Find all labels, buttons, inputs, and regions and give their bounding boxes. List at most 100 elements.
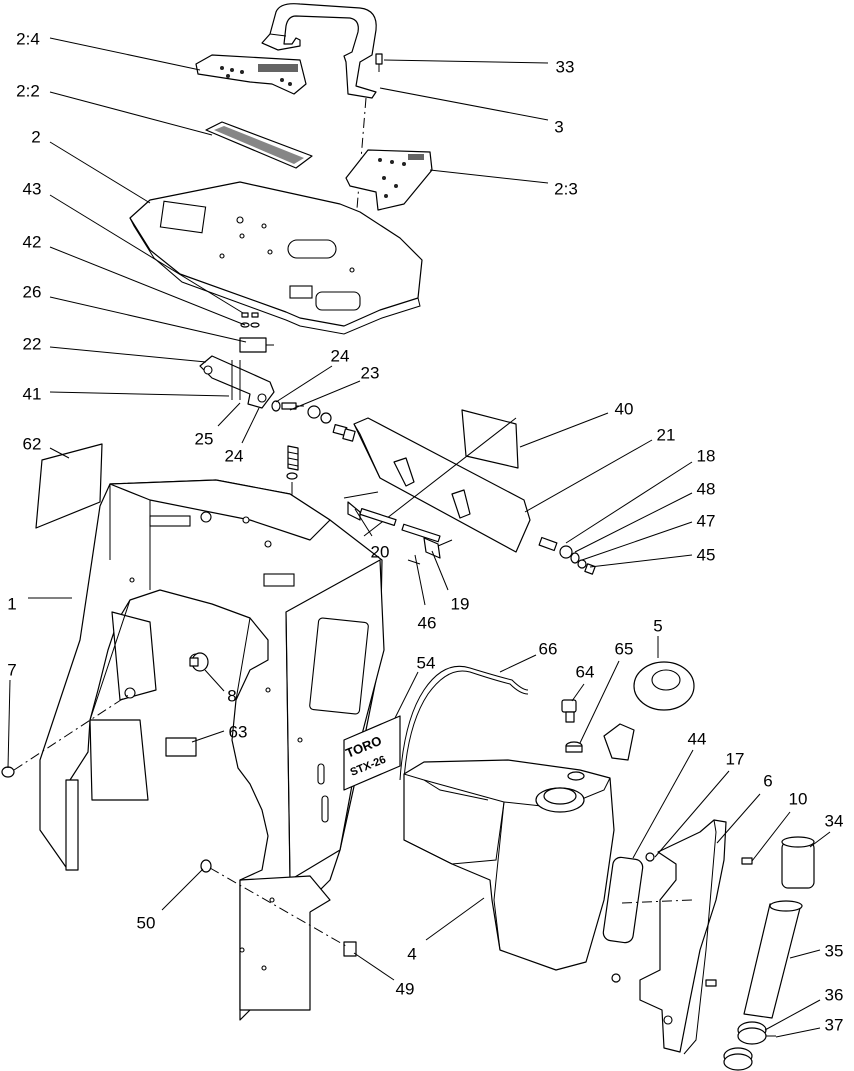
callout-label-2-3: 2:3	[554, 179, 578, 198]
leader-line-21	[524, 439, 653, 513]
leader-line-20	[354, 508, 373, 537]
callout-label-65: 65	[615, 639, 634, 658]
callout-label-66: 66	[539, 639, 558, 658]
callout-label-63: 63	[229, 722, 248, 741]
leader-line-41	[49, 391, 230, 397]
decal-2-4	[195, 54, 307, 95]
callout-label-2-2: 2:2	[16, 81, 40, 100]
leader-line-18	[565, 461, 693, 544]
throttle-plate-21	[353, 417, 531, 553]
callout-label-49: 49	[396, 979, 415, 998]
callout-label-40: 40	[615, 399, 634, 418]
callout-label-1: 1	[7, 594, 16, 613]
assembly-axis	[13, 693, 131, 771]
callout-label-41: 41	[23, 384, 42, 403]
decal-63	[165, 737, 197, 757]
callout-label-5: 5	[653, 616, 662, 635]
control-panel-plate	[129, 181, 423, 335]
leader-line-2-4	[49, 37, 201, 71]
callout-label-20: 20	[371, 542, 390, 561]
leader-line-40	[519, 412, 609, 448]
callout-label-18: 18	[697, 446, 716, 465]
callout-label-8: 8	[227, 686, 236, 705]
callout-label-25: 25	[195, 429, 214, 448]
leader-line-36	[764, 999, 821, 1031]
leader-line-49	[353, 952, 395, 981]
hardware-20-19-46	[343, 491, 453, 565]
leader-line-37	[775, 1027, 821, 1038]
leader-line-43	[49, 194, 244, 314]
callout-layer: 2:42:22434226224125242423624021184847452…	[7, 29, 844, 1038]
callout-label-10: 10	[789, 789, 808, 808]
callout-label-33: 33	[556, 57, 575, 76]
knob-8	[189, 652, 209, 672]
leader-line-19	[431, 550, 449, 591]
leader-line-46	[414, 554, 426, 606]
callout-label-22: 22	[23, 334, 42, 353]
bolt-33	[375, 53, 383, 72]
bolts-17-10	[611, 852, 753, 987]
leader-line-63	[191, 730, 225, 743]
decal-62	[35, 443, 103, 529]
fuel-tank-4	[403, 759, 615, 971]
callout-label-24: 24	[225, 446, 244, 465]
assembly-axis	[209, 867, 347, 947]
callout-label-50: 50	[137, 913, 156, 932]
nut-7	[1, 766, 15, 778]
callout-label-2: 2	[31, 127, 40, 146]
callout-label-7: 7	[7, 660, 16, 679]
leader-line-22	[49, 346, 207, 363]
leader-line-44	[632, 749, 694, 859]
hardware-24-23	[271, 400, 356, 442]
leader-line-17	[654, 770, 730, 858]
leader-line-54	[394, 671, 419, 719]
leader-line-34	[809, 831, 831, 848]
callout-label-42: 42	[23, 232, 42, 251]
console-decal-54: TORO STX-26	[343, 715, 401, 791]
leader-line-47	[581, 521, 693, 561]
callout-label-62: 62	[23, 434, 42, 453]
hardware-18-48-47-45	[538, 536, 596, 575]
callout-label-48: 48	[697, 479, 716, 498]
callout-label-6: 6	[763, 771, 772, 790]
handle-part	[261, 3, 377, 99]
leader-line-45	[589, 554, 693, 568]
callout-label-4: 4	[407, 944, 416, 963]
leader-line-65	[579, 660, 620, 744]
cup-34	[781, 836, 815, 889]
callout-label-45: 45	[697, 545, 716, 564]
spring	[286, 445, 299, 511]
tube-35	[743, 900, 803, 1019]
valve-64	[561, 699, 577, 723]
decal-2-2	[205, 121, 313, 169]
decal-2-3	[345, 149, 433, 211]
leader-line-24	[275, 365, 333, 403]
leader-line-64	[571, 683, 585, 702]
bracket-6	[639, 819, 727, 1055]
callout-label-37: 37	[825, 1015, 844, 1034]
clamp-37	[723, 1035, 776, 1071]
bolt-49	[343, 941, 357, 957]
callout-label-46: 46	[418, 613, 437, 632]
leader-line-2	[49, 141, 151, 204]
leader-line-35	[789, 949, 821, 959]
nut-50	[200, 859, 212, 873]
callout-label-19: 19	[451, 594, 470, 613]
leader-line-8	[204, 669, 225, 692]
leader-line-10	[751, 811, 791, 862]
callout-label-26: 26	[23, 282, 42, 301]
callout-label-34: 34	[825, 811, 844, 830]
callout-label-36: 36	[825, 985, 844, 1004]
bracket-22	[199, 355, 275, 409]
callout-label-17: 17	[726, 749, 745, 768]
leader-line-33	[383, 59, 549, 64]
leader-line-25	[217, 402, 241, 427]
clamp-36	[737, 1021, 767, 1045]
callout-label-43: 43	[23, 179, 42, 198]
leader-line-2-2	[49, 91, 213, 136]
callout-label-3: 3	[554, 117, 563, 136]
callout-label-24: 24	[331, 346, 350, 365]
callout-label-23: 23	[361, 363, 380, 382]
callout-label-64: 64	[576, 662, 595, 681]
